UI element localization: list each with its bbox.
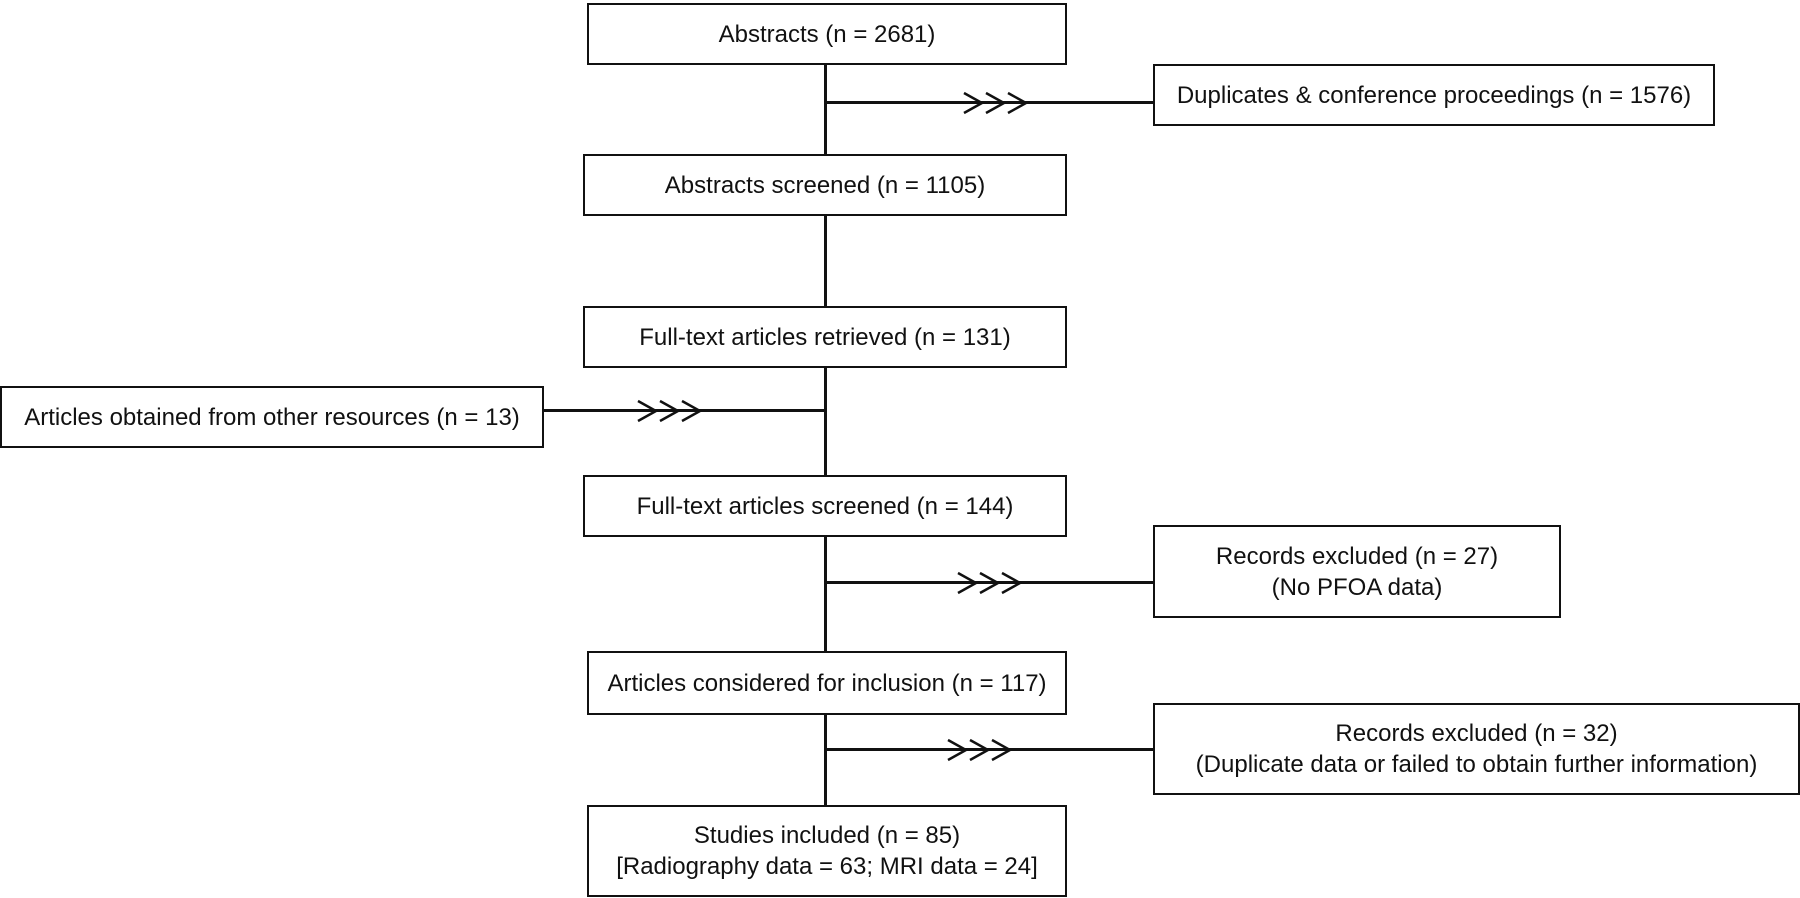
box-duplicates: Duplicates & conference proceedings (n =… [1153, 64, 1715, 126]
connector-screened-to-retrieved [824, 214, 827, 307]
triple-chevron-arrow-icon [957, 571, 1023, 595]
triple-chevron-arrow-icon [963, 91, 1029, 115]
box-records-excluded-1-line2: (No PFOA data) [1271, 573, 1443, 601]
box-fulltext-screened-text: Full-text articles screened (n = 144) [636, 492, 1014, 520]
box-fulltext-retrieved-text: Full-text articles retrieved (n = 131) [639, 323, 1011, 351]
box-records-excluded-2: Records excluded (n = 32) (Duplicate dat… [1153, 703, 1800, 795]
box-abstracts-screened: Abstracts screened (n = 1105) [583, 154, 1067, 216]
box-studies-included-line2: [Radiography data = 63; MRI data = 24] [616, 853, 1038, 880]
box-abstracts-screened-text: Abstracts screened (n = 1105) [664, 171, 986, 199]
box-other-resources-text: Articles obtained from other resources (… [24, 403, 520, 431]
branch-line-other-resources [542, 409, 827, 412]
box-considered-for-inclusion-text: Articles considered for inclusion (n = 1… [607, 669, 1047, 697]
connector-abstracts-to-screened [824, 64, 827, 154]
box-abstracts-text: Abstracts (n = 2681) [718, 20, 936, 48]
connector-retrieved-to-fulltext-screened [824, 366, 827, 475]
box-records-excluded-2-line1: Records excluded (n = 32) [1335, 720, 1618, 747]
box-fulltext-screened: Full-text articles screened (n = 144) [583, 475, 1067, 537]
triple-chevron-arrow-icon [947, 738, 1013, 762]
box-abstracts: Abstracts (n = 2681) [587, 3, 1067, 65]
branch-line-excluded-2 [826, 748, 1155, 751]
box-considered-for-inclusion: Articles considered for inclusion (n = 1… [587, 651, 1067, 715]
box-records-excluded-1: Records excluded (n = 27) (No PFOA data) [1153, 525, 1561, 618]
branch-line-excluded-1 [826, 581, 1155, 584]
branch-line-duplicates [826, 101, 1155, 104]
box-other-resources: Articles obtained from other resources (… [0, 386, 544, 448]
triple-chevron-arrow-icon [637, 399, 703, 423]
box-duplicates-text: Duplicates & conference proceedings (n =… [1176, 81, 1692, 109]
box-studies-included-line1: Studies included (n = 85) [693, 822, 961, 849]
box-studies-included: Studies included (n = 85) [Radiography d… [587, 805, 1067, 897]
connector-considered-to-included [824, 713, 827, 807]
box-records-excluded-2-line2: (Duplicate data or failed to obtain furt… [1195, 751, 1758, 778]
box-records-excluded-1-line1: Records excluded (n = 27) [1215, 542, 1499, 570]
box-fulltext-retrieved: Full-text articles retrieved (n = 131) [583, 306, 1067, 368]
connector-fulltext-screened-to-considered [824, 535, 827, 653]
